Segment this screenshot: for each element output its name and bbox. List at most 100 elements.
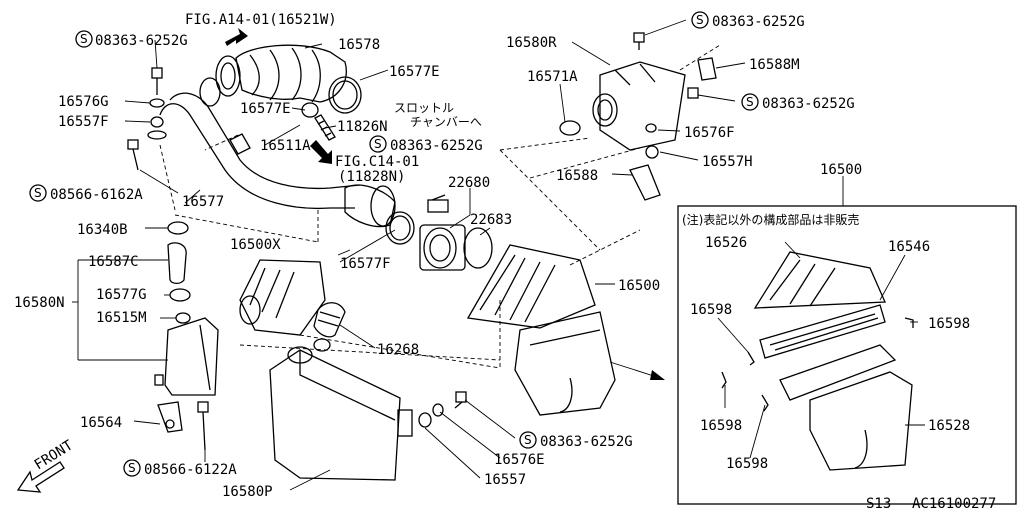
label-16577E-top: 16577E (389, 64, 440, 80)
label-16588: 16588 (556, 168, 598, 184)
label-bolt-top-right: 08363-6252G (712, 14, 805, 30)
bolt-08566-6162A (127, 139, 139, 171)
label-16576E: 16576E (494, 452, 545, 468)
label-11826N: 11826N (337, 119, 388, 135)
resonator-16580R (559, 61, 686, 151)
circle-s-letter: S (34, 186, 42, 200)
circle-s-letter: S (696, 13, 704, 27)
circle-s-letter: S (374, 137, 382, 151)
bracket-16564 (157, 401, 183, 433)
circle-s-icon (29, 184, 47, 202)
label-16598-a: 16598 (690, 302, 732, 318)
label-16577: 16577 (182, 194, 224, 210)
label-16557H: 16557H (702, 154, 753, 170)
clamp-16577E-top (328, 76, 362, 114)
label-16515M: 16515M (96, 310, 147, 326)
circle-s-icon (519, 431, 537, 449)
circle-s-letter: S (128, 461, 136, 475)
label-throttle-jp-2: チャンバーへ (410, 115, 482, 129)
circle-s-icon (123, 459, 141, 477)
label-fig-c14: FIG.C14-01 (335, 154, 419, 170)
label-16511A: 16511A (260, 138, 311, 154)
label-16571A: 16571A (527, 69, 578, 85)
intake-duct-16578 (215, 44, 347, 103)
label-16588M: 16588M (749, 57, 800, 73)
circle-s-icon (691, 11, 709, 29)
label-16580P: 16580P (222, 484, 273, 500)
label-16577G: 16577G (96, 287, 147, 303)
label-16598-c: 16598 (700, 418, 742, 434)
label-16564: 16564 (80, 415, 122, 431)
hose-16511A (301, 102, 336, 141)
label-bolt-top-left: 08363-6252G (95, 33, 188, 49)
label-16576G: 16576G (58, 94, 109, 110)
label-16546: 16546 (888, 239, 930, 255)
circle-s-letter: S (746, 95, 754, 109)
bolt-stack-bottom (418, 391, 467, 428)
label-16500-mid: 16500 (618, 278, 660, 294)
bolt-stack-top-right (633, 32, 699, 159)
bracket-16588M (697, 57, 717, 81)
intake-pipe-16577 (159, 92, 361, 209)
label-16526: 16526 (705, 235, 747, 251)
label-bolt-center: 08363-6252G (390, 138, 483, 154)
arrow-to-box-head-icon (650, 370, 665, 380)
gasket-22683 (463, 227, 493, 269)
label-16580R: 16580R (506, 35, 557, 51)
hose-16268 (313, 302, 346, 338)
label-16577F: 16577F (340, 256, 391, 272)
label-16528: 16528 (928, 418, 970, 434)
label-bolt-bottom-left: 08566-6122A (144, 462, 237, 478)
exploded-box (677, 205, 1017, 505)
maf-sensor-22680 (419, 194, 466, 271)
labels: FIG.A14-01(16521W) 08363-6252G 16578 165… (14, 12, 996, 512)
circle-s-icon (369, 135, 387, 153)
circle-s-icon (741, 93, 759, 111)
label-16500-box: 16500 (820, 162, 862, 178)
label-16557F: 16557F (58, 114, 109, 130)
label-throttle-jp-1: スロットル (394, 101, 454, 115)
front-arrow-icon (16, 461, 65, 493)
arrow-fig-a14-icon (225, 28, 248, 46)
label-16557: 16557 (484, 472, 526, 488)
label-16578: 16578 (338, 37, 380, 53)
label-fig-c14-sub: (11828N) (338, 169, 405, 185)
label-16598-b: 16598 (928, 316, 970, 332)
label-bolt-right: 08363-6252G (762, 96, 855, 112)
label-page-code: S13 (866, 496, 891, 512)
label-16268: 16268 (377, 342, 419, 358)
circle-s-letter: S (524, 433, 532, 447)
bolt-08566-6122A (197, 401, 209, 451)
label-16577E-mid: 16577E (240, 101, 291, 117)
duct-elbow-right (344, 184, 415, 245)
arrow-fig-c14-icon (310, 140, 332, 164)
label-bolt-bottom-center: 08363-6252G (540, 434, 633, 450)
label-22683: 22683 (470, 212, 512, 228)
bolt-stack-left (147, 67, 167, 140)
circle-s-symbols: S S S S S S S (29, 11, 759, 477)
label-16587C: 16587C (88, 254, 139, 270)
air-cleaner-16500 (466, 244, 616, 416)
label-16576F: 16576F (684, 125, 735, 141)
leader-lines (72, 19, 925, 491)
circle-s-icon (75, 30, 93, 48)
label-bolt-left: 08566-6162A (50, 187, 143, 203)
label-16580N: 16580N (14, 295, 65, 311)
label-16598-d: 16598 (726, 456, 768, 472)
clamp-16577E-mid (199, 77, 221, 107)
label-22680: 22680 (448, 175, 490, 191)
label-16340B: 16340B (77, 222, 128, 238)
resonator-16500X (239, 259, 326, 336)
label-fig-a14: FIG.A14-01(16521W) (185, 12, 337, 28)
resonator-16580N (154, 221, 219, 396)
dashed-lines (159, 44, 721, 369)
arrows (16, 28, 665, 493)
label-box-note: (注)表記以外の構成部品は非販売 (682, 212, 859, 227)
resonator-box-16580P (269, 338, 413, 481)
label-front: FRONT (32, 437, 77, 473)
label-diagram-id: AC16100277 (912, 496, 996, 512)
circle-s-letter: S (80, 32, 88, 46)
label-16500X: 16500X (230, 237, 281, 253)
